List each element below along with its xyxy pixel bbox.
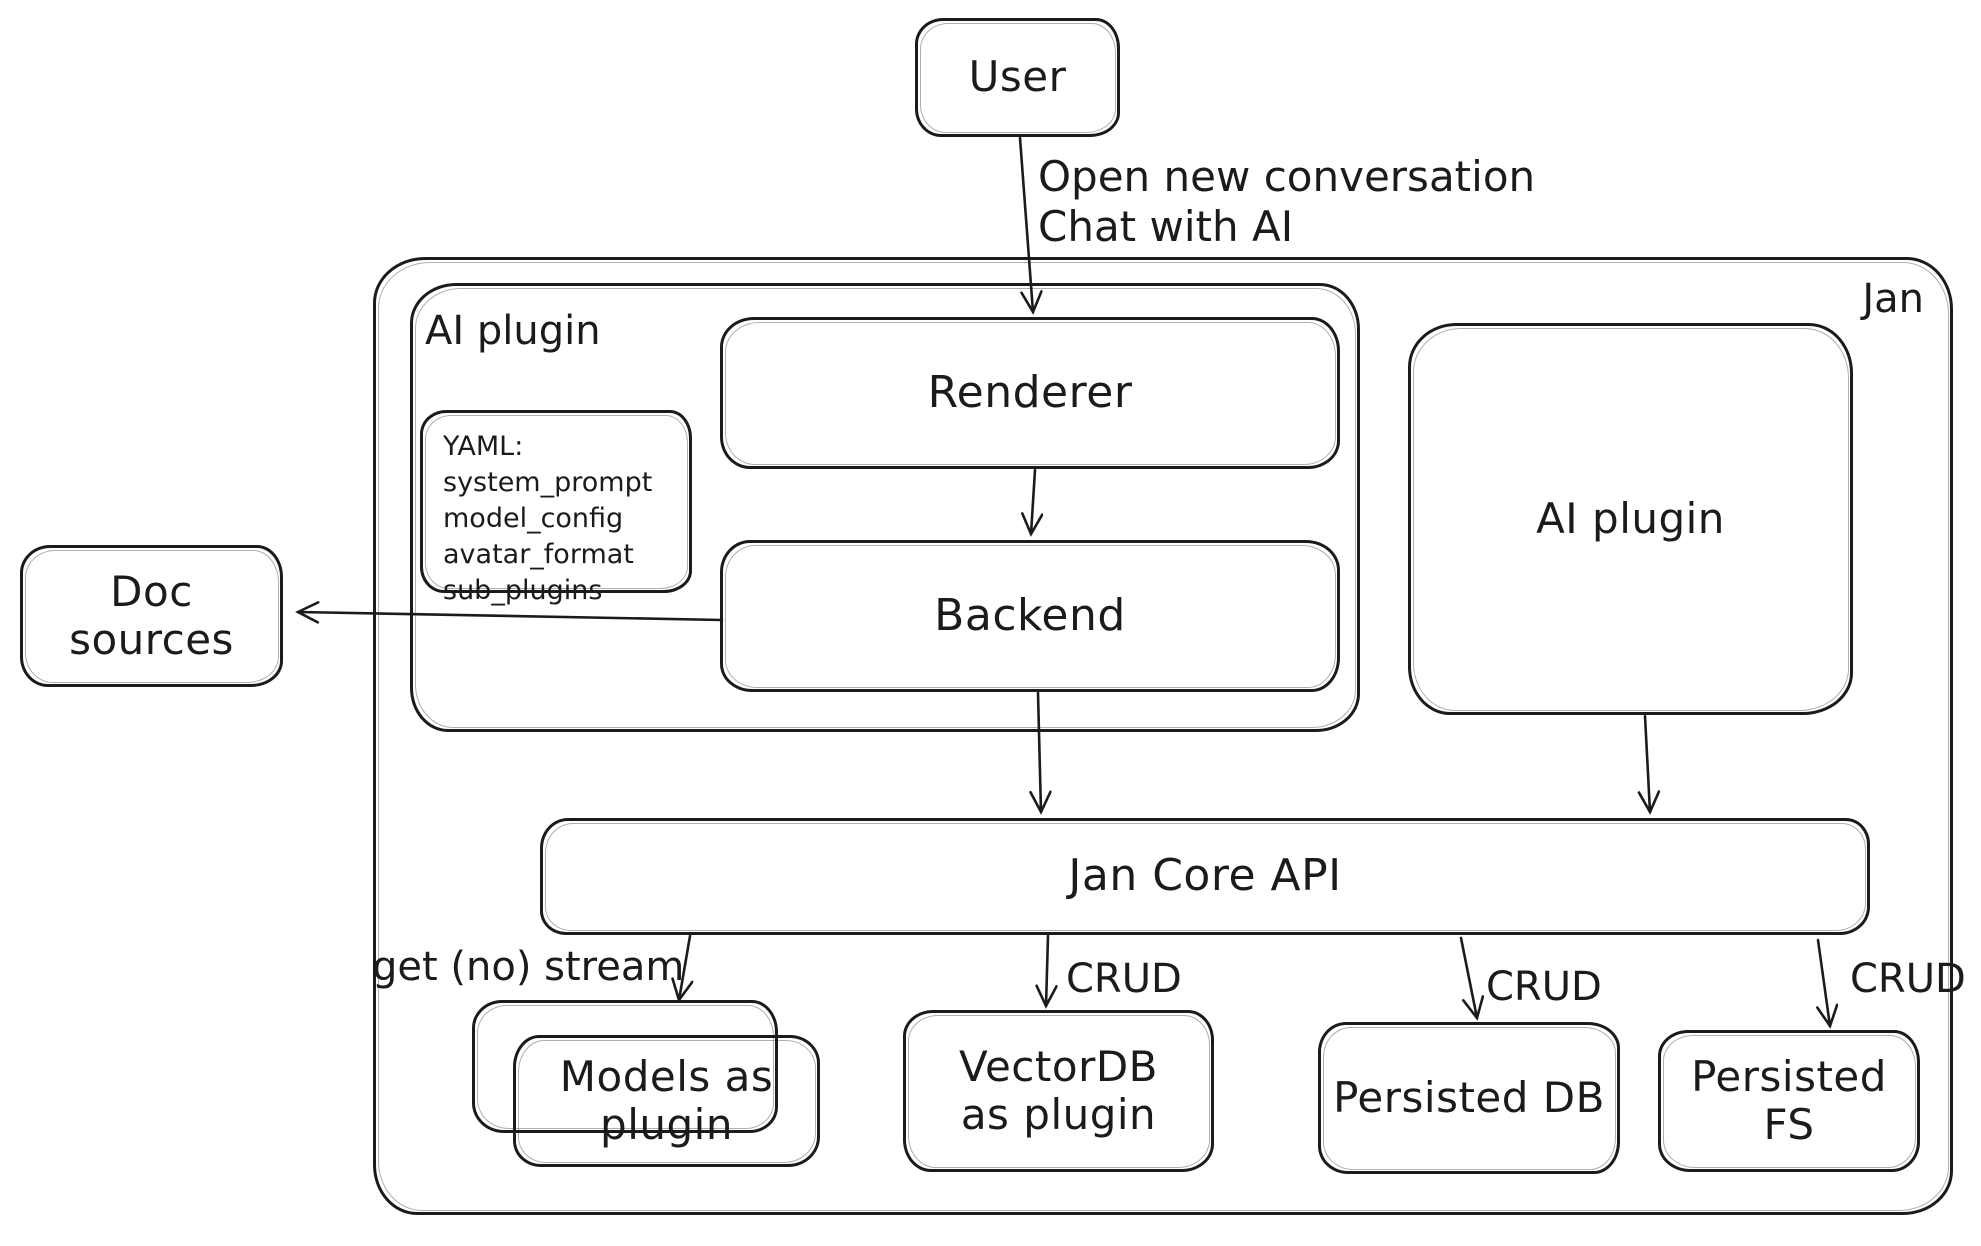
ai-plugin-node-label: AI plugin [1536, 493, 1725, 543]
doc-sources-node-label: Doc sources [69, 566, 234, 664]
renderer-node-label: Renderer [927, 366, 1133, 418]
yaml-note-line: system_prompt [443, 467, 653, 498]
doc-sources-node: Doc sources [20, 545, 283, 687]
ai-plugin-group-label: AI plugin [425, 308, 601, 354]
edge-label-crud-persisted-db: CRUD [1486, 964, 1602, 1010]
renderer-node: Renderer [720, 317, 1340, 469]
models-plugin-node: Models as plugin [513, 1035, 820, 1167]
models-plugin-node-label: Models as plugin [559, 1051, 774, 1149]
yaml-note-line: avatar_format [443, 539, 634, 570]
edge-label-crud-vectordb: CRUD [1066, 956, 1182, 1002]
jan-container-label: Jan [1862, 276, 1924, 322]
persisted-fs-node-label: Persisted FS [1691, 1051, 1887, 1149]
yaml-note: YAML: system_prompt model_config avatar_… [420, 410, 692, 606]
edge-label-open-new-conversation: Open new conversation [1038, 152, 1536, 201]
edge-label-crud-persisted-fs: CRUD [1850, 956, 1966, 1002]
edge-label-chat-with-ai: Chat with AI [1038, 202, 1294, 251]
backend-node-label: Backend [934, 589, 1126, 641]
vectordb-plugin-node-label: VectorDB as plugin [959, 1041, 1158, 1139]
edge-label-get-no-stream: get (no) stream [372, 944, 685, 990]
backend-node: Backend [720, 540, 1340, 692]
jan-container: Jan [373, 257, 1953, 1215]
jan-core-api-node: Jan Core API [540, 818, 1870, 935]
yaml-note-title: YAML: [443, 431, 524, 462]
user-node-label: User [968, 52, 1067, 102]
yaml-note-line: sub_plugins [443, 575, 603, 606]
ai-plugin-node: AI plugin [1408, 323, 1853, 715]
yaml-note-line: model_config [443, 503, 624, 534]
vectordb-plugin-node: VectorDB as plugin [903, 1010, 1214, 1172]
models-plugin-back-node [472, 1000, 778, 1133]
user-node: User [915, 18, 1120, 137]
jan-core-api-node-label: Jan Core API [1068, 850, 1342, 902]
ai-plugin-group-container: AI plugin [410, 283, 1360, 732]
persisted-fs-node: Persisted FS [1658, 1030, 1920, 1172]
persisted-db-node-label: Persisted DB [1333, 1072, 1605, 1122]
persisted-db-node: Persisted DB [1318, 1022, 1620, 1174]
